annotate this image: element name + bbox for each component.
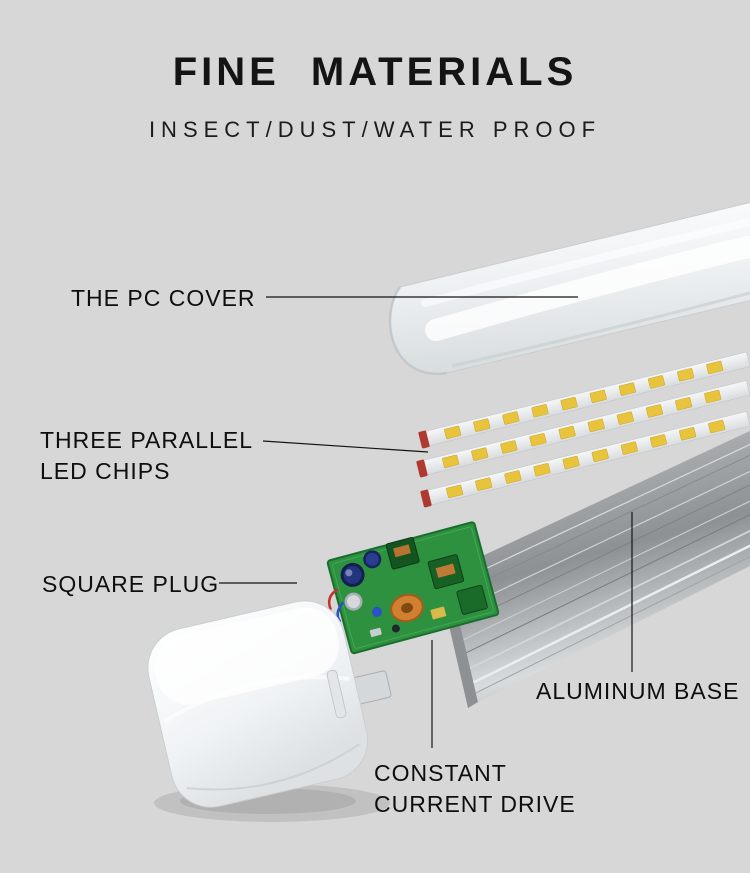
label-led-chips-line2: LED CHIPS (40, 458, 171, 484)
label-driver-line2: CURRENT DRIVE (374, 791, 576, 817)
label-aluminum-base-text: ALUMINUM BASE (536, 678, 740, 704)
label-driver-line1: CONSTANT (374, 760, 507, 786)
label-led-chips-line1: THREE PARALLEL (40, 427, 253, 453)
label-constant-current-drive: CONSTANT CURRENT DRIVE (374, 758, 576, 820)
label-pc-cover-text: THE PC COVER (71, 285, 256, 311)
label-square-plug: SQUARE PLUG (42, 569, 219, 600)
led-chips-leader-line (262, 440, 429, 453)
led-strip-2 (416, 380, 750, 478)
transformer-icons (385, 536, 488, 615)
pc-cover-illustration (388, 201, 750, 376)
label-pc-cover: THE PC COVER (71, 283, 256, 314)
header: FINE MATERIALS INSECT/DUST/WATER PROOF (0, 0, 750, 143)
aluminum-base-illustration (438, 430, 750, 708)
page-title: FINE MATERIALS (172, 50, 578, 94)
led-strip-3 (420, 411, 750, 508)
led-strips-illustration (416, 351, 750, 508)
label-aluminum-base: ALUMINUM BASE (536, 676, 739, 707)
label-square-plug-text: SQUARE PLUG (42, 571, 220, 597)
inductor-icon (390, 593, 424, 623)
led-strip-1 (418, 351, 750, 449)
small-component-icons (369, 606, 447, 637)
page-subtitle: INSECT/DUST/WATER PROOF (148, 117, 602, 142)
capacitor-icons (340, 550, 382, 611)
driver-pcb-illustration (326, 521, 500, 655)
leader-lines (219, 296, 633, 748)
square-plug-illustration (147, 600, 392, 822)
label-led-chips: THREE PARALLEL LED CHIPS (40, 425, 253, 487)
red-wire (327, 588, 339, 611)
